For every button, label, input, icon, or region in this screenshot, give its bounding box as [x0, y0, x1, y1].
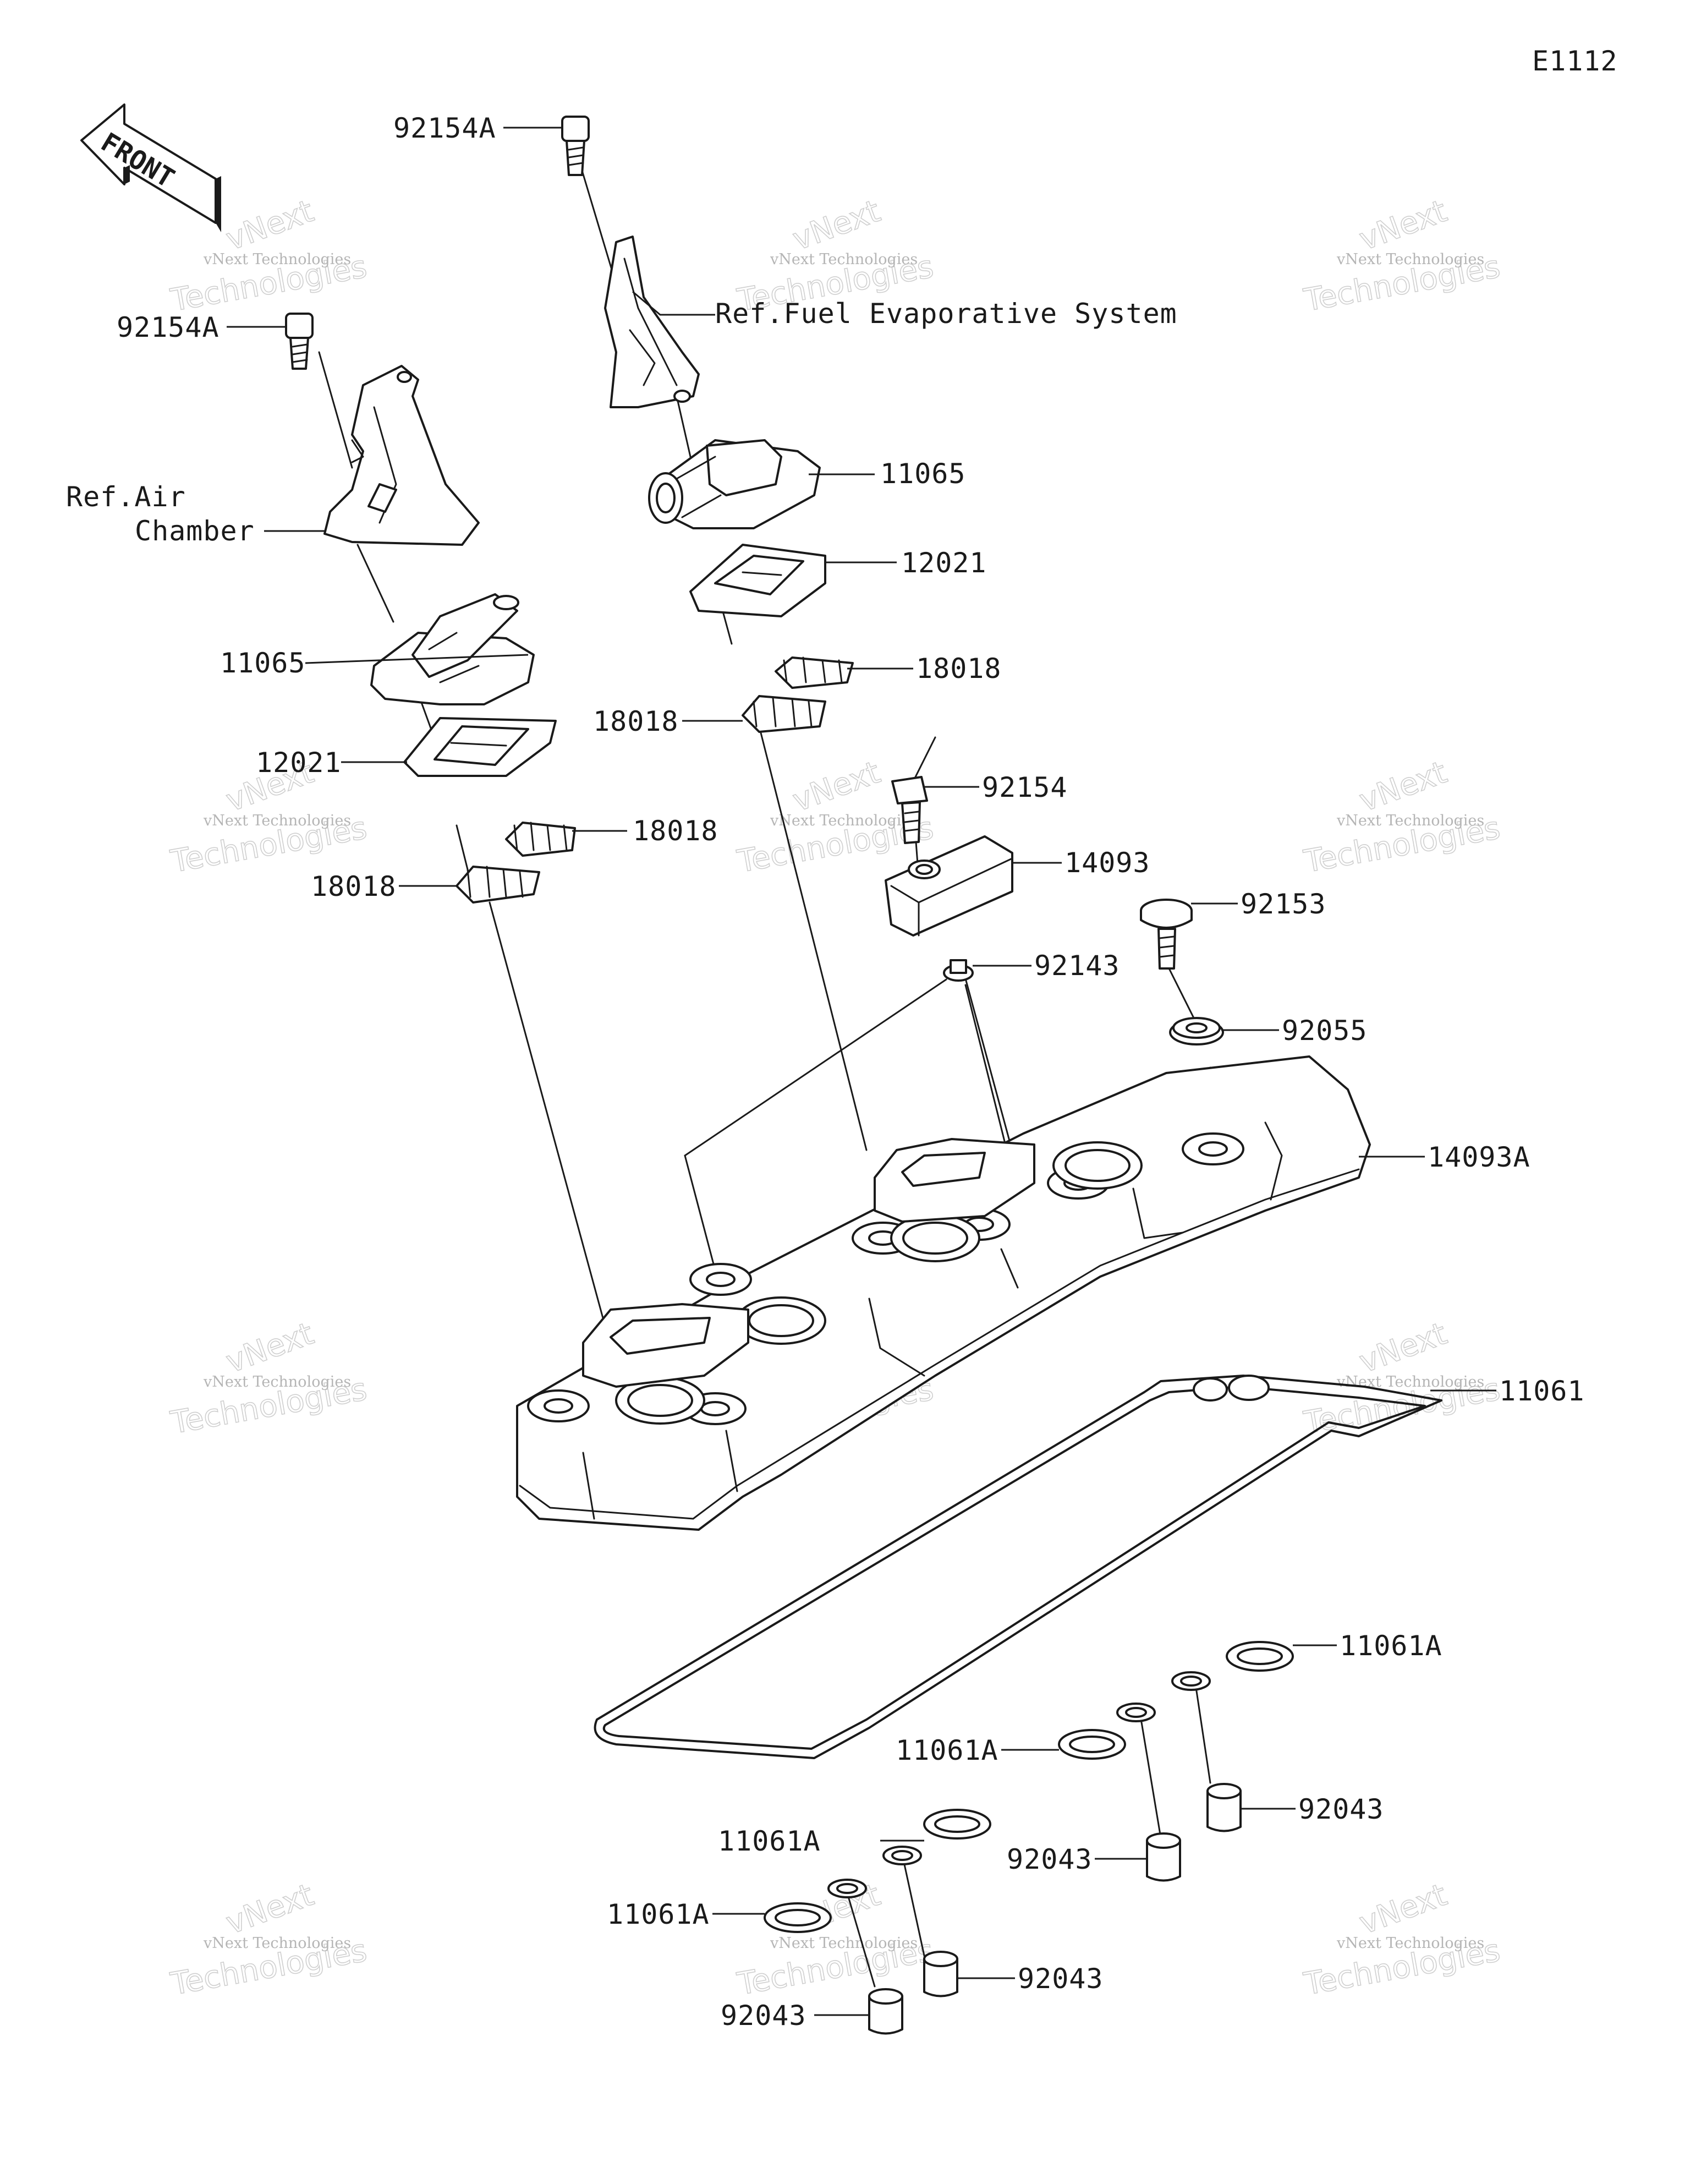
svg-text:vNext: vNext: [222, 193, 319, 258]
label-92153: 92153: [1241, 888, 1326, 920]
watermark: Technologies vNext Technologies vNext: [1301, 1876, 1503, 2002]
svg-text:vNext: vNext: [1355, 1877, 1452, 1941]
dowel-92043-right: [1206, 1783, 1242, 1832]
dowel-92043-lower: [923, 1951, 958, 1997]
bolt-92154: [891, 776, 928, 844]
head-cover-14093a: [516, 1055, 1371, 1531]
svg-text:vNext Technologies: vNext Technologies: [203, 1373, 351, 1391]
svg-text:vNext Technologies: vNext Technologies: [770, 1935, 918, 1952]
label-11061: 11061: [1499, 1375, 1585, 1407]
cover-11065-left: [370, 593, 535, 705]
cover-11065-right: [648, 439, 821, 529]
gasket-12021-right: [689, 544, 826, 617]
svg-text:vNext Technologies: vNext Technologies: [1336, 251, 1484, 268]
watermark: Technologies vNext Technologies vNext: [167, 1315, 370, 1441]
label-11065-right: 11065: [880, 458, 966, 490]
oring-11061a-mid: [1058, 1703, 1156, 1760]
label-92055: 92055: [1282, 1015, 1368, 1047]
label-92154a-left: 92154A: [117, 311, 220, 343]
bolt-92154a-top: [561, 116, 590, 176]
gasket-12021-left: [403, 717, 557, 777]
label-12021-left: 12021: [256, 747, 342, 779]
label-92043-2: 92043: [1007, 1843, 1093, 1875]
label-11065-left: 11065: [220, 647, 306, 679]
reed-18018-left-lower: [456, 866, 540, 904]
reed-18018-left-upper: [505, 822, 576, 857]
label-92043-3: 92043: [1018, 1963, 1104, 1995]
watermark: Technologies vNext Technologies vNext: [1301, 754, 1503, 880]
part-labels: 92154A Ref.Fuel Evaporative System 92154…: [66, 112, 1585, 2032]
assembly-lines: [318, 164, 1222, 1988]
washer-92143: [943, 959, 974, 982]
svg-text:vNext Technologies: vNext Technologies: [203, 251, 351, 268]
label-92043-4: 92043: [721, 2000, 806, 2032]
bracket-air-chamber: [323, 365, 480, 546]
svg-text:vNext: vNext: [1355, 193, 1452, 258]
svg-text:vNext Technologies: vNext Technologies: [1336, 812, 1484, 829]
gasket-11061: [594, 1375, 1442, 1759]
dowel-92043-mid: [1146, 1832, 1181, 1882]
svg-text:vNext: vNext: [788, 193, 885, 258]
label-18018-r2: 18018: [593, 705, 679, 737]
oring-11061a-bottom: [764, 1879, 867, 1933]
watermark: Technologies vNext Technologies vNext: [1301, 193, 1503, 319]
label-11061a-3: 11061A: [718, 1825, 821, 1857]
front-arrow-icon: FRONT: [80, 103, 221, 232]
label-12021-right: 12021: [901, 547, 987, 579]
watermark: Technologies vNext Technologies vNext: [167, 1876, 370, 2002]
svg-text:vNext Technologies: vNext Technologies: [203, 1935, 351, 1952]
bracket-fuel-evap: [604, 236, 700, 408]
oring-11061a-right: [1171, 1641, 1294, 1691]
label-ref-air-line2: Chamber: [135, 515, 255, 547]
reed-18018-right-upper: [775, 656, 854, 689]
label-92143: 92143: [1034, 950, 1120, 982]
svg-text:vNext: vNext: [788, 754, 885, 819]
svg-text:vNext: vNext: [222, 1877, 319, 1941]
reed-18018-right-lower: [742, 695, 826, 733]
label-92154: 92154: [982, 771, 1068, 803]
bolt-92154a-left: [285, 313, 314, 370]
label-ref-fuel-evap: Ref.Fuel Evaporative System: [715, 298, 1177, 330]
svg-text:vNext: vNext: [1355, 1316, 1452, 1380]
label-92154a-top: 92154A: [393, 112, 496, 144]
dowel-92043-bottom: [868, 1988, 903, 2035]
grommet-92055: [1169, 1017, 1224, 1046]
svg-text:vNext Technologies: vNext Technologies: [770, 251, 918, 268]
label-18018-l2: 18018: [311, 871, 397, 902]
svg-text:vNext: vNext: [1355, 754, 1452, 819]
svg-text:vNext Technologies: vNext Technologies: [770, 812, 918, 829]
label-92043-1: 92043: [1298, 1793, 1384, 1825]
bolt-92153: [1140, 899, 1193, 970]
label-18018-r1: 18018: [916, 653, 1002, 685]
label-11061a-1: 11061A: [1340, 1630, 1442, 1662]
svg-text:vNext: vNext: [222, 1316, 319, 1380]
svg-text:vNext Technologies: vNext Technologies: [1336, 1935, 1484, 1952]
diagram-code: E1112: [1532, 45, 1618, 77]
label-11061a-4: 11061A: [607, 1898, 710, 1930]
label-14093: 14093: [1065, 847, 1150, 879]
oring-11061a-lower: [882, 1809, 991, 1865]
leader-lines: [227, 127, 1496, 2016]
cap-14093: [885, 835, 1013, 937]
svg-text:vNext Technologies: vNext Technologies: [1336, 1373, 1484, 1391]
label-ref-air-line1: Ref.Air: [66, 481, 186, 513]
label-18018-l1: 18018: [633, 815, 718, 847]
label-14093a: 14093A: [1428, 1141, 1530, 1173]
svg-text:vNext Technologies: vNext Technologies: [203, 812, 351, 829]
label-11061a-2: 11061A: [896, 1734, 998, 1766]
